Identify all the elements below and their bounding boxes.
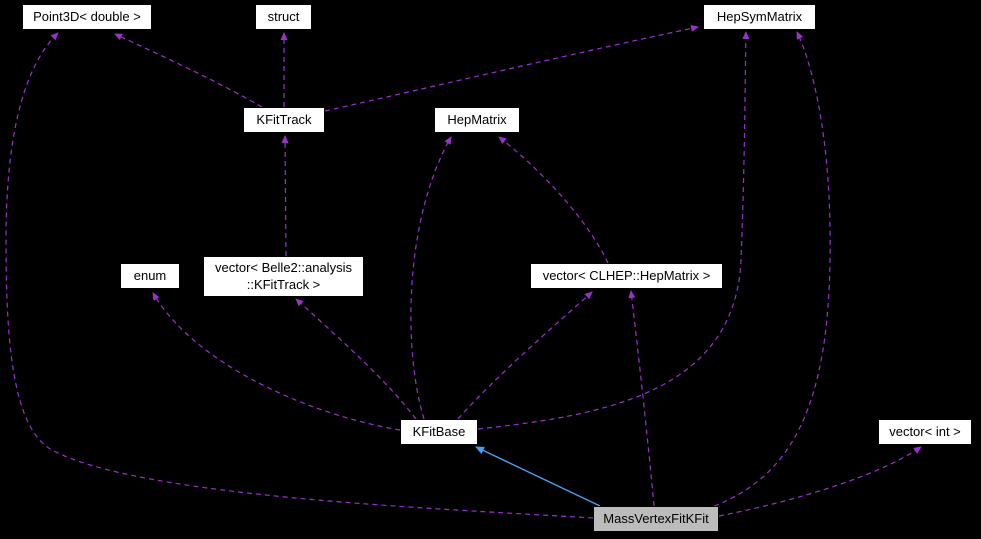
class-node-hepsymmatrix[interactable]: HepSymMatrix — [703, 4, 816, 30]
class-node-massvertexfitkfit-current: MassVertexFitKFit — [593, 506, 719, 532]
class-node-hepmatrix[interactable]: HepMatrix — [434, 107, 520, 133]
edge-massvertexfitkfit-vectorhepmatrix — [628, 290, 655, 507]
class-node-kfittrack[interactable]: KFitTrack — [243, 107, 325, 133]
class-node-struct[interactable]: struct — [255, 4, 312, 30]
edge-kfitbase-hepmatrix — [410, 136, 452, 420]
class-node-enum[interactable]: enum — [120, 263, 180, 289]
class-node-vector-kfittrack[interactable]: vector< Belle2::analysis ::KFitTrack > — [203, 256, 364, 297]
edge-massvertexfitkfit-point3d — [5, 32, 594, 519]
class-node-vector-int[interactable]: vector< int > — [878, 419, 972, 445]
edge-kfittrack-hepsymmatrix — [324, 25, 699, 112]
edge-kfittrack-point3d — [114, 33, 263, 108]
edge-kfitbase-vectorkfittrack — [295, 298, 417, 420]
edge-vectorhepmatrix-hepmatrix — [498, 136, 609, 264]
edge-massvertexfitkfit-kfitbase-inheritance — [475, 446, 601, 507]
edge-kfitbase-enum — [152, 292, 401, 431]
edge-kfitbase-vectorhepmatrix — [457, 291, 593, 420]
class-node-point3d[interactable]: Point3D< double > — [22, 4, 152, 30]
edge-massvertexfitkfit-hepsymmatrix — [713, 31, 831, 507]
class-node-kfitbase[interactable]: KFitBase — [400, 419, 478, 445]
class-node-vector-clhep-hepmatrix[interactable]: vector< CLHEP::HepMatrix > — [530, 263, 723, 289]
edge-kfitbase-hepsymmatrix — [477, 31, 750, 430]
edge-massvertexfitkfit-vectorint — [718, 446, 922, 517]
edge-vectorkfittrack-kfittrack — [281, 135, 289, 257]
